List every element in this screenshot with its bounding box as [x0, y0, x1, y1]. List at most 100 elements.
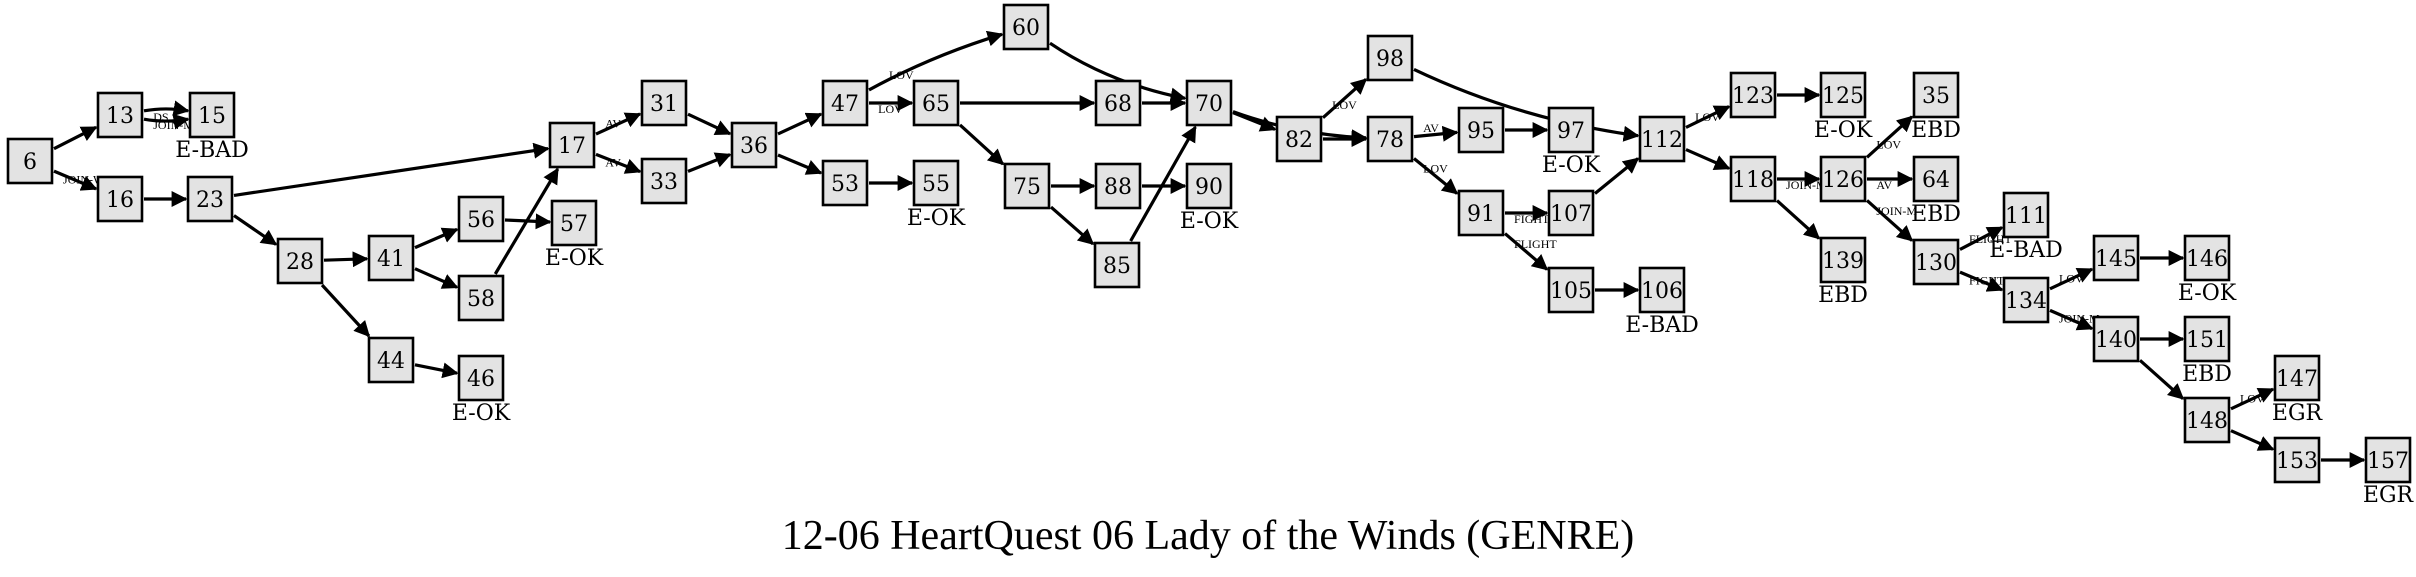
- node-label-68: 68: [1104, 92, 1132, 117]
- node-label-145: 145: [2095, 247, 2137, 272]
- edge-91-105: [1503, 232, 1549, 271]
- edge-28-41: [323, 251, 369, 268]
- node-label-57: 57: [560, 212, 588, 237]
- node-98: 98: [1366, 34, 1414, 82]
- node-label-64: 64: [1922, 168, 1950, 193]
- node-box-130: [1912, 238, 1960, 286]
- edge-60-70: [1049, 41, 1187, 104]
- node-label-153: 153: [2276, 449, 2318, 474]
- node-box-31: [640, 79, 688, 127]
- edge-13-15: [143, 100, 190, 117]
- node-label-105: 105: [1550, 279, 1592, 304]
- node-label-6: 6: [23, 150, 37, 175]
- node-box-88: [1094, 162, 1142, 210]
- ending-label-35: EBD: [1911, 118, 1961, 143]
- edge-47-60: [868, 30, 1004, 92]
- node-box-145: [2092, 234, 2140, 282]
- node-148: 148: [2183, 396, 2231, 444]
- node-box-98: [1366, 34, 1414, 82]
- node-box-47: [821, 79, 869, 127]
- node-label-44: 44: [377, 349, 405, 374]
- node-label-157: 157: [2367, 449, 2409, 474]
- edge-13-15: [143, 113, 190, 130]
- node-box-57: [550, 199, 598, 247]
- edge-126-130: [1865, 199, 1914, 242]
- node-36: 36: [730, 121, 778, 169]
- node-58: 58: [457, 274, 505, 322]
- node-box-70: [1185, 79, 1233, 127]
- node-label-35: 35: [1922, 84, 1950, 109]
- node-box-105: [1547, 266, 1595, 314]
- node-label-90: 90: [1195, 175, 1223, 200]
- node-box-90: [1185, 162, 1233, 210]
- node-box-134: [2002, 276, 2050, 324]
- edge-label-78-95: AV: [1423, 121, 1439, 135]
- node-88: 88: [1094, 162, 1142, 210]
- node-label-139: 139: [1822, 249, 1864, 274]
- edge-107-112: [1593, 157, 1640, 195]
- node-box-118: [1729, 155, 1777, 203]
- node-box-91: [1457, 189, 1505, 237]
- node-68: 68: [1094, 79, 1142, 127]
- node-box-140: [2092, 315, 2140, 363]
- node-47: 47: [821, 79, 869, 127]
- node-label-53: 53: [831, 172, 859, 197]
- node-label-147: 147: [2276, 367, 2318, 392]
- node-box-55: [912, 159, 960, 207]
- node-box-153: [2273, 436, 2321, 484]
- edge-134-145: [2049, 267, 2094, 291]
- edge-78-95: [1413, 125, 1459, 142]
- node-box-157: [2364, 436, 2412, 484]
- node-box-147: [2273, 354, 2321, 402]
- node-label-85: 85: [1103, 254, 1131, 279]
- edge-118-139: [1775, 199, 1821, 240]
- ending-label-157: EGR: [2363, 483, 2415, 508]
- node-97: 97E-OK: [1542, 106, 1601, 178]
- node-box-41: [367, 234, 415, 282]
- node-box-36: [730, 121, 778, 169]
- edge-label-126-35: LOV: [1876, 137, 1901, 151]
- edge-17-31: [595, 112, 642, 136]
- node-label-88: 88: [1104, 175, 1132, 200]
- node-123: 123: [1729, 71, 1777, 119]
- node-82: 82: [1275, 115, 1323, 163]
- node-41: 41: [367, 234, 415, 282]
- ending-label-151: EBD: [2182, 362, 2232, 387]
- node-box-112: [1638, 115, 1686, 163]
- node-53: 53: [821, 159, 869, 207]
- node-label-82: 82: [1285, 128, 1313, 153]
- edge-112-123: [1685, 105, 1731, 129]
- edge-label-118-126: JOIN-M: [1786, 178, 1827, 192]
- edge-23-28: [233, 214, 278, 246]
- edge-36-53: [777, 153, 823, 175]
- node-label-111: 111: [2005, 204, 2047, 229]
- edge-126-35: [1865, 115, 1914, 159]
- node-91: 91: [1457, 189, 1505, 237]
- edge-label-82-98: LOV: [1332, 98, 1357, 112]
- node-label-130: 130: [1915, 251, 1957, 276]
- edge-label-13-15: JOIN-M: [153, 118, 194, 132]
- edge-label-130-111: FLIGHT: [1969, 232, 2012, 246]
- edge-112-118: [1685, 148, 1731, 170]
- node-label-125: 125: [1822, 84, 1864, 109]
- edge-65-75: [958, 123, 1005, 166]
- node-label-106: 106: [1641, 279, 1683, 304]
- node-box-139: [1819, 236, 1867, 284]
- node-33: 33: [640, 157, 688, 205]
- node-label-33: 33: [650, 170, 678, 195]
- ending-label-90: E-OK: [1180, 209, 1239, 234]
- node-107: 107: [1547, 189, 1595, 237]
- node-label-60: 60: [1012, 16, 1040, 41]
- edge-44-46: [414, 362, 459, 379]
- edge-label-17-31: AV: [605, 117, 621, 131]
- node-label-95: 95: [1467, 119, 1495, 144]
- node-44: 44: [367, 336, 415, 384]
- node-118: 118: [1729, 155, 1777, 203]
- node-145: 145: [2092, 234, 2140, 282]
- ending-label-55: E-OK: [907, 206, 966, 231]
